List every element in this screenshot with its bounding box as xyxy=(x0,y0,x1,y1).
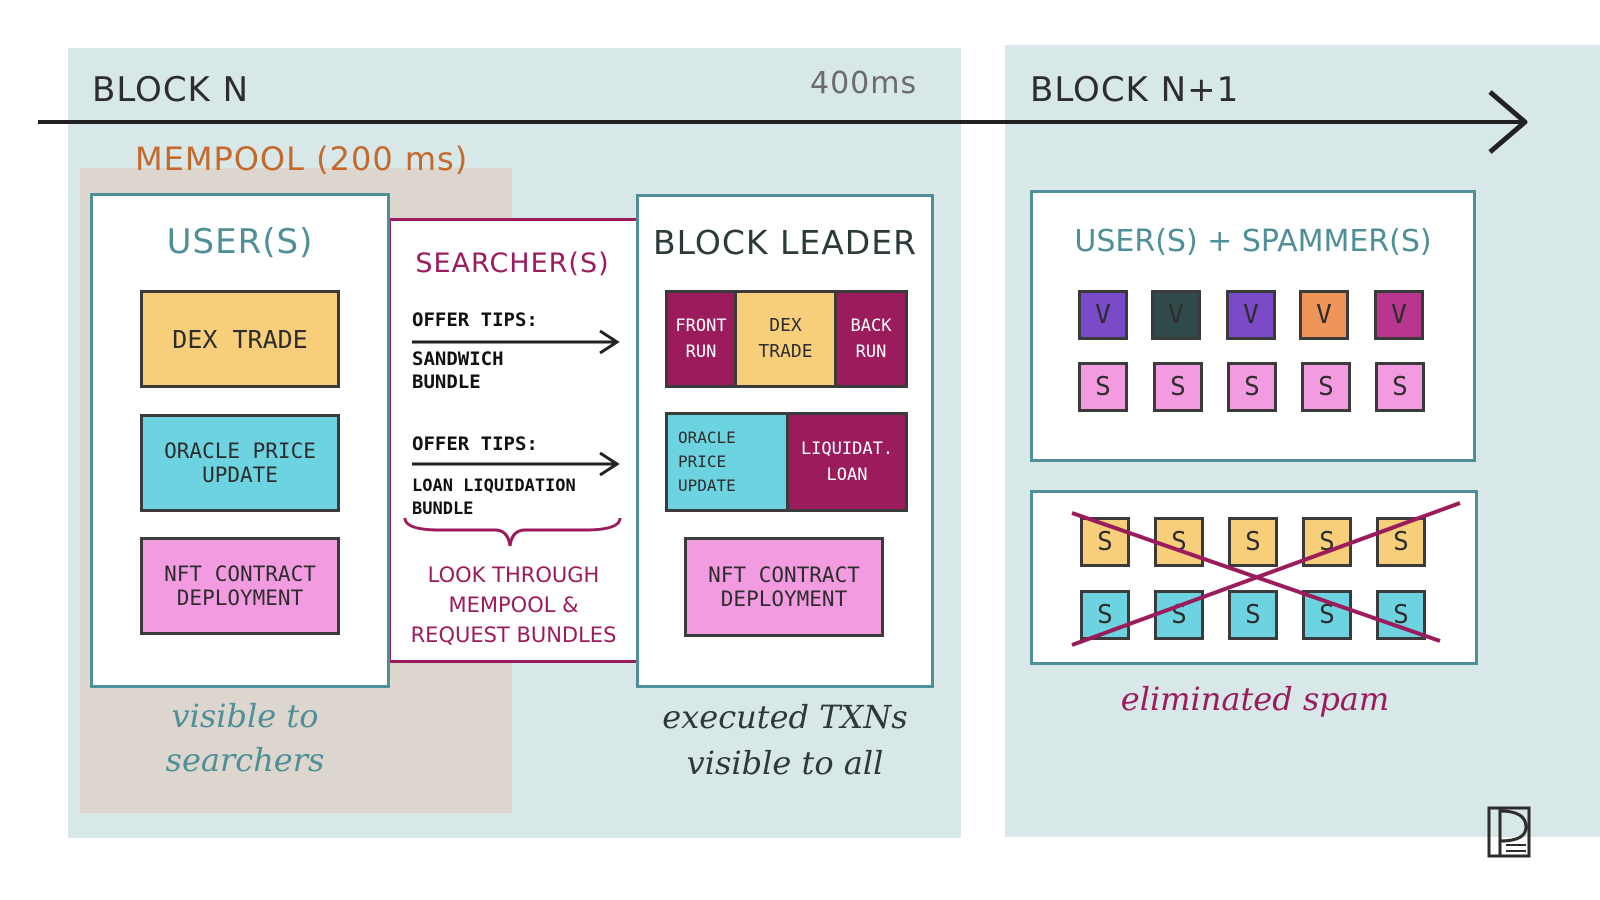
searchers-note: LOOK THROUGH MEMPOOL & REQUEST BUNDLES xyxy=(410,563,617,647)
spam-tx-row: S S S S S xyxy=(1078,362,1438,418)
mempool-nft-deployment: NFT CONTRACT DEPLOYMENT xyxy=(140,537,340,635)
offer1-label: OFFER TIPS: xyxy=(412,309,538,331)
offer2-label: OFFER TIPS: xyxy=(412,433,538,455)
searchers-panel xyxy=(388,218,640,663)
user-tx-row: V V V V V xyxy=(1078,290,1438,346)
leader-oracle-update: ORACLE PRICE UPDATE xyxy=(665,412,789,512)
eliminated-tx: S xyxy=(1376,590,1426,640)
searchers-title: SEARCHER(S) xyxy=(415,248,610,279)
eliminated-tx: S xyxy=(1302,590,1352,640)
spam-tx: S xyxy=(1375,362,1425,412)
spam-tx: S xyxy=(1301,362,1351,412)
offer2-bundle: LOAN LIQUIDATION BUNDLE xyxy=(412,476,576,519)
users-title: USER(S) xyxy=(166,222,314,262)
eliminated-tx: S xyxy=(1376,517,1426,567)
block-n1-title: BLOCK N+1 xyxy=(1030,70,1240,110)
leader-dex-trade: DEX TRADE xyxy=(734,290,837,388)
logo-icon xyxy=(1487,806,1531,858)
user-tx: V xyxy=(1151,290,1201,340)
timeline-arrow xyxy=(38,90,1528,154)
block-n-title: BLOCK N xyxy=(92,70,250,110)
mempool-title: MEMPOOL (200 ms) xyxy=(135,140,469,178)
leader-nft-deployment: NFT CONTRACT DEPLOYMENT xyxy=(684,537,884,637)
eliminated-tx: S xyxy=(1228,590,1278,640)
offer1-arrow xyxy=(412,329,620,355)
leader-front-run: FRONT RUN xyxy=(665,290,737,388)
leader-back-run: BACK RUN xyxy=(834,290,908,388)
leader-caption: executed TXNs visible to all xyxy=(662,698,908,782)
eliminated-row-1: S S S S S xyxy=(1080,517,1440,573)
searchers-brace xyxy=(403,517,622,547)
offer1-bundle: SANDWICH BUNDLE xyxy=(412,348,504,393)
mempool-dex-trade: DEX TRADE xyxy=(140,290,340,388)
cross-out-mark xyxy=(1071,501,1461,647)
spam-tx: S xyxy=(1227,362,1277,412)
user-tx: V xyxy=(1299,290,1349,340)
eliminated-caption: eliminated spam xyxy=(1120,680,1390,718)
user-tx: V xyxy=(1374,290,1424,340)
leader-liquidate-loan: LIQUIDAT. LOAN xyxy=(786,412,908,512)
mempool-oracle-update: ORACLE PRICE UPDATE xyxy=(140,414,340,512)
user-tx: V xyxy=(1078,290,1128,340)
spam-tx: S xyxy=(1153,362,1203,412)
block-duration: 400ms xyxy=(810,66,918,101)
block-leader-title: BLOCK LEADER xyxy=(653,223,917,262)
spam-tx: S xyxy=(1078,362,1128,412)
eliminated-tx: S xyxy=(1228,517,1278,567)
user-tx: V xyxy=(1226,290,1276,340)
offer2-arrow xyxy=(412,451,620,477)
mempool-caption: visible to searchers xyxy=(165,697,325,779)
users-spammers-title: USER(S) + SPAMMER(S) xyxy=(1074,224,1432,259)
